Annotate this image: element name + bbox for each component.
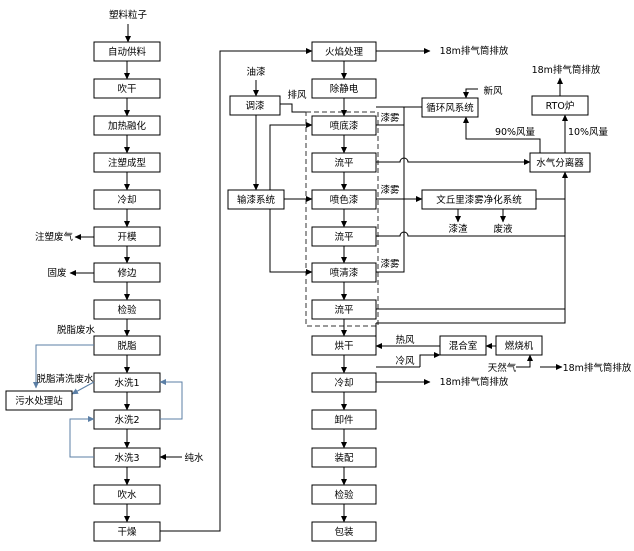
label-paint-sludge: 漆渣 — [448, 223, 468, 235]
label-vent-rto: 18m排气筒排放 — [532, 64, 601, 76]
label-cold-air: 冷风 — [395, 355, 415, 367]
box-burner: 燃烧机 — [495, 335, 543, 356]
svg-text:开模: 开模 — [117, 231, 137, 243]
svg-text:卸件: 卸件 — [334, 414, 354, 426]
svg-text:喷底漆: 喷底漆 — [330, 120, 359, 132]
box-cool-1: 冷却 — [93, 189, 161, 210]
box-flame-treatment: 火焰处理 — [311, 41, 377, 62]
label-oil-paint: 油漆 — [246, 66, 266, 78]
box-auto-feed: 自动供料 — [93, 41, 161, 62]
svg-text:检验: 检验 — [117, 304, 137, 316]
box-wastewater-station: 污水处理站 — [5, 390, 73, 411]
label-waste-liquid: 废液 — [493, 223, 513, 235]
svg-text:混合室: 混合室 — [449, 340, 478, 352]
box-degrease: 脱脂 — [93, 335, 161, 356]
label-fresh-air: 新风 — [483, 85, 503, 97]
svg-text:加热融化: 加热融化 — [108, 120, 147, 132]
box-level-2: 流平 — [311, 226, 377, 247]
label-pellets: 塑料粒子 — [109, 9, 148, 21]
svg-text:检验: 检验 — [334, 489, 354, 501]
box-dry: 干燥 — [93, 521, 161, 542]
label-90-percent-air: 90%风量 — [495, 127, 536, 138]
svg-text:烘干: 烘干 — [334, 340, 353, 352]
box-bake: 烘干 — [311, 335, 377, 356]
svg-text:注塑成型: 注塑成型 — [108, 157, 147, 169]
svg-text:RTO炉: RTO炉 — [546, 100, 575, 112]
box-clear-coat: 喷清漆 — [311, 262, 377, 283]
label-exhaust-air: 排风 — [287, 89, 307, 101]
box-cool-2: 冷却 — [311, 372, 377, 393]
spray-booth-boundary — [305, 111, 379, 327]
svg-text:喷色漆: 喷色漆 — [330, 194, 359, 206]
label-vent-cool: 18m排气筒排放 — [440, 376, 509, 388]
box-inspect-1: 检验 — [93, 299, 161, 320]
svg-text:输漆系统: 输漆系统 — [237, 194, 276, 206]
label-degrease-rinse-wastewater: 脱脂清洗废水 — [36, 373, 94, 385]
label-paint-mist-2: 漆雾 — [380, 184, 400, 196]
box-water-gas-separator: 水气分离器 — [529, 152, 591, 173]
label-paint-mist-3: 漆雾 — [380, 258, 400, 270]
svg-text:自动供料: 自动供料 — [108, 46, 147, 58]
svg-text:循环风系统: 循环风系统 — [426, 102, 474, 114]
label-degrease-wastewater: 脱脂废水 — [57, 324, 96, 336]
box-wash-2: 水洗2 — [93, 409, 161, 430]
box-paint-supply-system: 输漆系统 — [227, 189, 285, 210]
svg-text:流平: 流平 — [334, 231, 354, 243]
box-assemble: 装配 — [311, 447, 377, 468]
box-pack: 包装 — [311, 521, 377, 542]
box-rto-furnace: RTO炉 — [531, 95, 589, 116]
svg-text:水气分离器: 水气分离器 — [536, 157, 584, 169]
svg-text:调漆: 调漆 — [245, 100, 265, 112]
label-hot-air: 热风 — [395, 334, 415, 346]
svg-text:流平: 流平 — [334, 157, 354, 169]
box-inspect-2: 检验 — [311, 484, 377, 505]
box-trim: 修边 — [93, 262, 161, 283]
label-pure-water: 纯水 — [184, 452, 204, 464]
svg-text:修边: 修边 — [117, 267, 137, 279]
svg-text:喷清漆: 喷清漆 — [330, 267, 359, 279]
box-blow-water: 吹水 — [93, 484, 161, 505]
svg-text:装配: 装配 — [334, 452, 354, 464]
box-level-1: 流平 — [311, 152, 377, 173]
box-color-coat: 喷色漆 — [311, 189, 377, 210]
svg-text:冷却: 冷却 — [117, 194, 136, 206]
box-unload: 卸件 — [311, 409, 377, 430]
svg-text:文丘里漆雾净化系统: 文丘里漆雾净化系统 — [436, 194, 522, 206]
box-primer: 喷底漆 — [311, 115, 377, 136]
svg-text:脱脂: 脱脂 — [117, 340, 137, 352]
svg-text:火焰处理: 火焰处理 — [325, 46, 364, 58]
box-wash-3: 水洗3 — [93, 447, 161, 468]
box-heat-melt: 加热融化 — [93, 115, 161, 136]
box-open-mold: 开模 — [93, 226, 161, 247]
label-10-percent-air: 10%风量 — [568, 127, 609, 138]
svg-text:除静电: 除静电 — [330, 83, 359, 95]
box-wash-1: 水洗1 — [93, 372, 161, 393]
box-injection: 注塑成型 — [93, 152, 161, 173]
svg-text:包装: 包装 — [334, 526, 354, 538]
label-injection-gas: 注塑废气 — [35, 231, 74, 243]
label-paint-mist-1: 漆雾 — [380, 112, 400, 124]
box-blow-dry: 吹干 — [93, 78, 161, 99]
label-vent-burner: 18m排气筒排放 — [563, 362, 632, 374]
svg-text:吹干: 吹干 — [117, 83, 136, 95]
svg-text:干燥: 干燥 — [117, 527, 137, 538]
label-vent-flame: 18m排气筒排放 — [440, 45, 509, 57]
label-natural-gas: 天然气 — [488, 362, 517, 374]
svg-text:水洗2: 水洗2 — [114, 414, 139, 426]
svg-text:燃烧机: 燃烧机 — [505, 340, 534, 352]
svg-text:水洗3: 水洗3 — [114, 452, 139, 464]
box-mixing-room: 混合室 — [439, 335, 487, 356]
svg-text:污水处理站: 污水处理站 — [15, 395, 63, 407]
box-mix-paint: 调漆 — [229, 95, 281, 116]
svg-text:冷却: 冷却 — [334, 377, 353, 389]
svg-text:吹水: 吹水 — [117, 489, 137, 501]
svg-text:流平: 流平 — [334, 304, 354, 316]
label-solid-waste: 固废 — [47, 267, 67, 279]
box-recirc-air-system: 循环风系统 — [421, 97, 479, 118]
box-level-3: 流平 — [311, 299, 377, 320]
box-destatic: 除静电 — [311, 78, 377, 99]
svg-text:水洗1: 水洗1 — [114, 377, 139, 389]
box-venturi-mist-system: 文丘里漆雾净化系统 — [421, 189, 537, 210]
